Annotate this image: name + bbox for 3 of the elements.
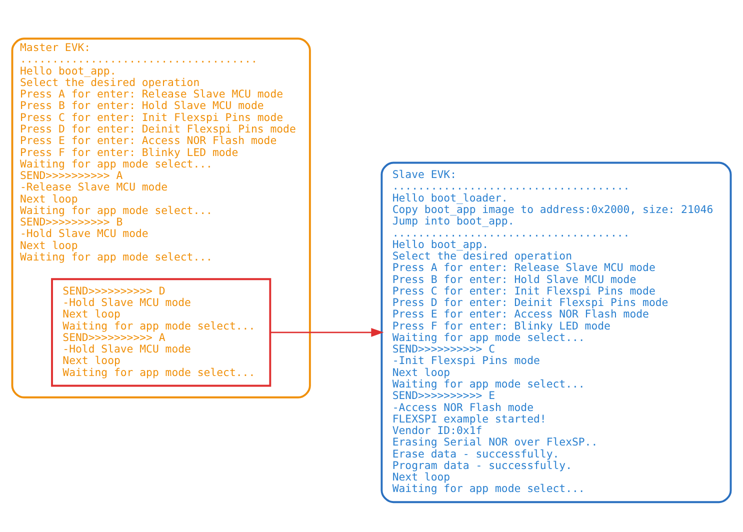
arrow [270, 328, 384, 336]
node-box: SEND>>>>>>>>>> D -Hold Slave MCU mode Next loop Waiting for app mode select... SEND>>>>>>>>>> A -Hold Slave MCU mode Next loop Waiting for app mode select... [51, 278, 272, 386]
node-box: Slave EVK: ..................................... Hello boot_loader. Copy boot_app image to address:0x2000, size: 21046 Jump into boot_app. ..................................... Hello boot_app. Select the desired operation Press A for enter: Release Slave MCU mode Press B for enter: Hold Slave MCU mode Press C for enter: Init Flexspi Pins mode Press D for enter: Deinit Flexspi Pins mode Press E for enter: Access NOR Flash mode Press F for enter: Blinky LED mode Waiting for app mode select... SEND>>>>>>>>>> C -Init Flexspi Pins mode Next loop Waiting for app mode select... SEND>>>>>>>>>> E -Access NOR Flash mode FLEXSPI example started! Vendor ID:0x1f Erasing Serial NOR over FlexSP.. Erase data - successfully. Program data - successfully. Next loop Waiting for app mode select... [380, 161, 732, 503]
